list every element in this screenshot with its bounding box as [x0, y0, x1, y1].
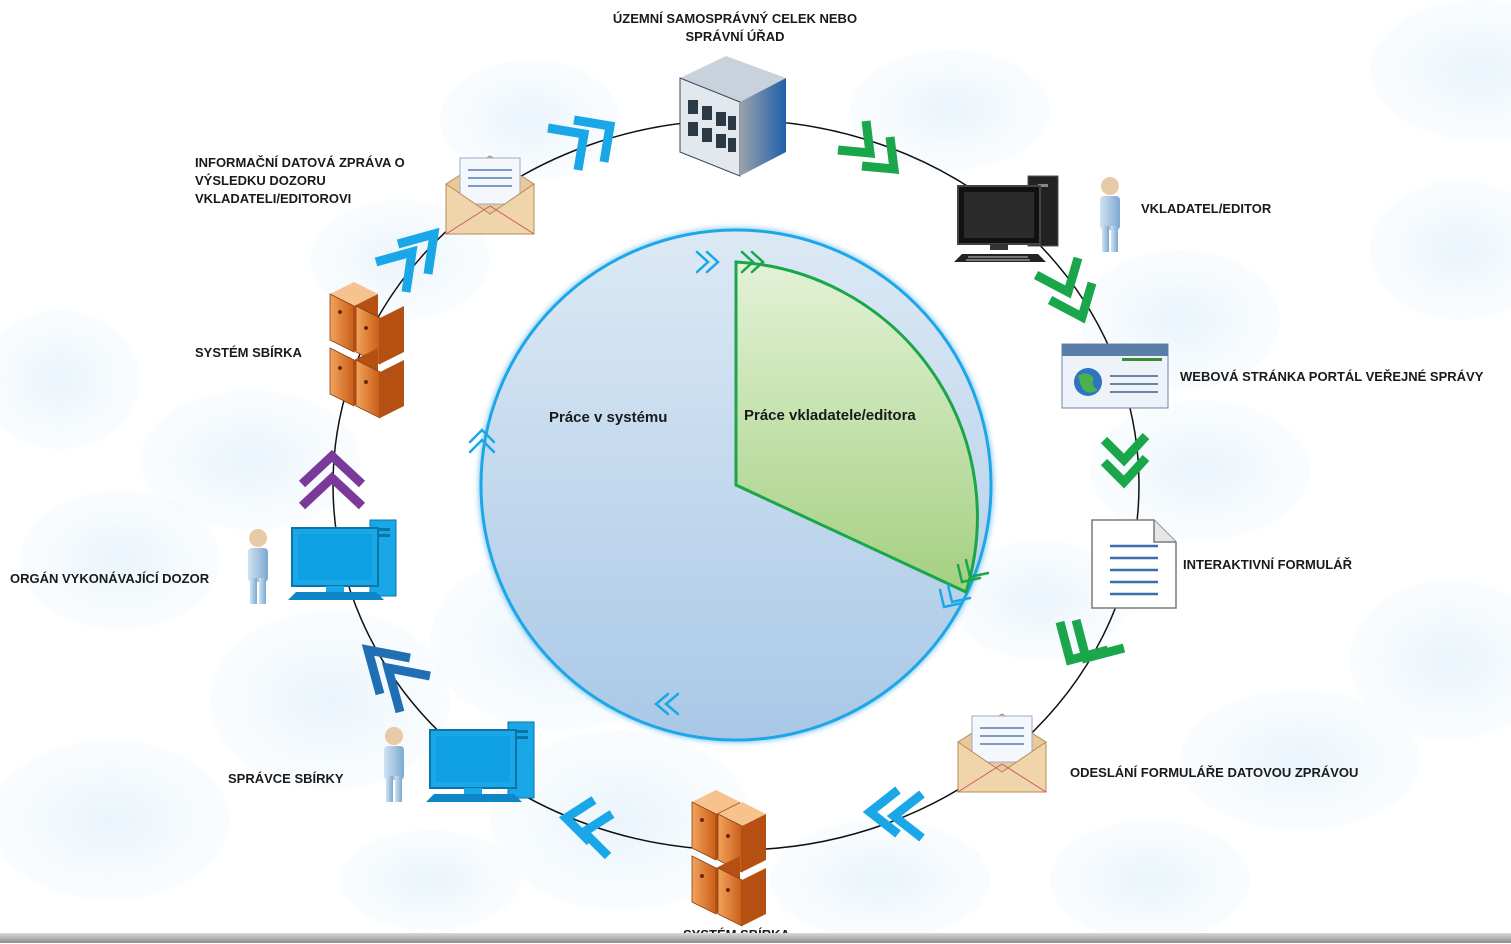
- desktop-computer-icon: [954, 175, 1059, 262]
- system-work-label: Práce v systému: [549, 409, 668, 426]
- system-left-label: SYSTÉM SBÍRKA: [195, 345, 302, 360]
- chevron-system-to-message: [374, 227, 440, 293]
- document-icon: [1091, 519, 1177, 609]
- pie-arrow-right-green: [956, 558, 990, 584]
- pie-arrowheads: [468, 250, 990, 716]
- form-label: INTERAKTIVNÍ FORMULÁŘ: [1183, 557, 1352, 572]
- envelope-icon: [957, 713, 1047, 793]
- result-message-label: INFORMAČNÍ DATOVÁ ZPRÁVA O VÝSLEDKU DOZO…: [195, 155, 405, 206]
- chevron-system-to-admin: [558, 796, 615, 860]
- pie-arrow-top-green: [740, 250, 765, 274]
- chevron-authority-to-submitter: [837, 120, 900, 175]
- editor-work-label: Práce vkladatele/editora: [744, 407, 916, 424]
- pie-arrow-right-blue: [938, 583, 972, 609]
- desktop-computer-icon: [288, 519, 397, 600]
- work-split-pie: [479, 228, 993, 742]
- office-building-icon: [679, 56, 786, 177]
- pie-arrow-left-blue: [468, 428, 496, 454]
- chevron-portal-to-form: [1100, 432, 1150, 489]
- sending-label: ODESLÁNÍ FORMULÁŘE DATOVOU ZPRÁVOU: [1070, 765, 1359, 780]
- chevron-message-to-authority: [547, 115, 616, 171]
- person-icon: [1100, 177, 1120, 252]
- bottom-bar: [0, 933, 1511, 943]
- web-browser-icon: [1061, 343, 1169, 409]
- desktop-computer-icon: [426, 721, 535, 802]
- portal-label: WEBOVÁ STRÁNKA PORTÁL VEŘEJNÉ SPRÁVY: [1180, 369, 1484, 384]
- pie-arrow-top-blue: [695, 250, 720, 274]
- chevron-form-to-sending: [1055, 618, 1126, 666]
- chevron-admin-to-supervisor: [361, 644, 431, 714]
- authority-label: ÚZEMNÍ SAMOSPRÁVNÝ CELEK NEBO SPRÁVNÍ ÚŘ…: [612, 11, 858, 44]
- editor-work-sector: [734, 260, 979, 595]
- chevron-submitter-to-portal: [1033, 256, 1097, 324]
- person-icon: [384, 727, 404, 802]
- person-icon: [248, 529, 268, 604]
- server-rack-icon: [691, 790, 766, 927]
- envelope-icon: [445, 155, 535, 235]
- cycle-chevrons: [298, 115, 1150, 860]
- chevron-sending-to-system: [862, 786, 925, 842]
- submitter-label: VKLADATEL/EDITOR: [1141, 201, 1272, 216]
- supervisor-label: ORGÁN VYKONÁVAJÍCÍ DOZOR: [10, 571, 210, 586]
- pie-arrow-bottom-blue: [654, 692, 680, 716]
- chevron-supervisor-to-system: [298, 449, 366, 510]
- collection-admin-label: SPRÁVCE SBÍRKY: [228, 771, 344, 786]
- server-rack-icon: [329, 282, 404, 419]
